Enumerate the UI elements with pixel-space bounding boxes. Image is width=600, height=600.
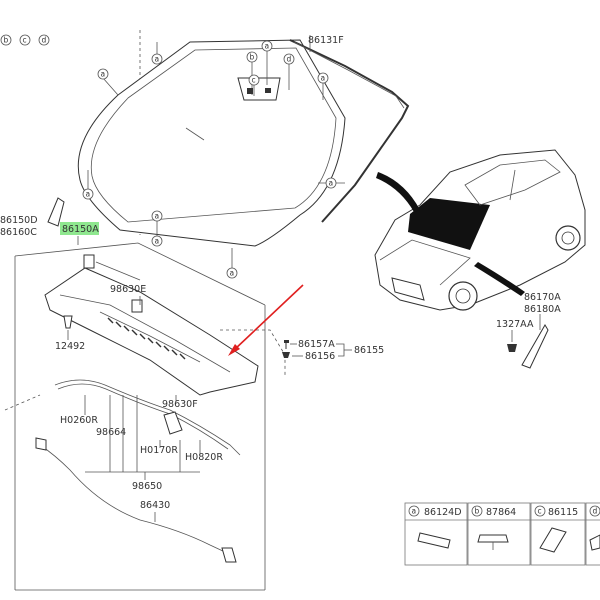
car-leader-lower [474, 262, 525, 296]
label-86150A: 86150A [62, 224, 99, 235]
svg-text:86124D: 86124D [424, 507, 462, 518]
callout-a-4: a [151, 210, 163, 236]
label-H0820R: H0820R [185, 452, 223, 463]
svg-text:b: b [250, 53, 255, 62]
svg-text:a: a [412, 507, 417, 516]
label-98630F: 98630F [162, 399, 198, 410]
molding-strip-inner [293, 41, 405, 109]
label-H0260R: H0260R [60, 415, 98, 426]
svg-text:c: c [23, 36, 27, 45]
nozzle-98630F [163, 411, 183, 435]
svg-text:c: c [538, 507, 542, 516]
callout-a-3: a [82, 170, 94, 200]
screw-1327AA-icon [507, 344, 517, 352]
callout-a-5: a [151, 235, 163, 247]
svg-text:87864: 87864 [486, 507, 516, 518]
leader-bundle [84, 395, 201, 480]
inset-dashed-box [220, 329, 286, 375]
label-1327AA: 1327AA [496, 319, 534, 330]
bracket-86155 [336, 343, 345, 357]
cowl-top-panel [44, 254, 259, 396]
legend-table: a 86124D b 87864 c 86115 d [404, 502, 600, 566]
svg-text:a: a [155, 55, 160, 64]
right-trim-piece [521, 324, 549, 369]
bolt-icon [284, 340, 289, 349]
molding-strip [289, 39, 410, 223]
washer-hose-upper [54, 379, 241, 456]
svg-text:a: a [329, 179, 334, 188]
callout-a-9: a [261, 40, 273, 85]
callout-b: b [246, 51, 258, 95]
sensor-clip-icon [247, 88, 253, 94]
svg-text:a: a [86, 190, 91, 199]
svg-text:a: a [321, 74, 326, 83]
label-86150D: 86150D [0, 215, 38, 226]
car-leader-upper [376, 172, 420, 212]
clip-icon [282, 352, 290, 358]
car-illustration [374, 149, 586, 311]
svg-text:a: a [155, 237, 160, 246]
svg-text:b: b [475, 507, 480, 516]
leader-98630E-a [95, 261, 141, 281]
label-86170A: 86170A [524, 292, 561, 303]
callout-a-8: a [317, 72, 329, 100]
header-bubble-c: c [19, 34, 31, 46]
left-trim-bracket [47, 197, 65, 227]
sensor-bracket-icon [265, 88, 271, 93]
svg-text:d: d [287, 55, 292, 64]
red-pointer-arrow [228, 284, 304, 356]
callout-a-7: a [318, 177, 345, 189]
cowl-box-top [14, 242, 266, 306]
svg-text:a: a [101, 70, 106, 79]
svg-text:a: a [155, 212, 160, 221]
label-86430: 86430 [140, 500, 170, 511]
svg-text:c: c [252, 76, 256, 85]
header-bubble-d: d [38, 34, 50, 46]
label-86156: 86156 [305, 351, 335, 362]
label-86155: 86155 [354, 345, 384, 356]
windshield-glass [77, 39, 346, 247]
label-86160C: 86160C [0, 227, 37, 238]
callout-a-2: a [151, 42, 163, 65]
highlight-86150A [60, 222, 99, 235]
glass-reflection [185, 127, 205, 141]
label-86180A: 86180A [524, 304, 561, 315]
svg-text:a: a [230, 269, 235, 278]
washer-hose-86430 [35, 437, 237, 563]
callout-a-1: a [97, 68, 119, 96]
callout-d: d [283, 53, 295, 90]
frame-dashed-lower [4, 394, 41, 411]
label-98664: 98664 [96, 427, 126, 438]
svg-text:a: a [265, 42, 270, 51]
svg-text:b: b [4, 36, 9, 45]
svg-text:86115: 86115 [548, 507, 578, 518]
callout-a-6: a [226, 248, 238, 279]
header-bubble-b: b [0, 34, 12, 46]
label-98630E: 98630E [110, 284, 146, 295]
legend-cell-a: a 86124D [408, 505, 462, 549]
label-98650: 98650 [132, 481, 162, 492]
label-86131F: 86131F [308, 35, 344, 46]
label-H0170R: H0170R [140, 445, 178, 456]
svg-text:d: d [42, 36, 47, 45]
legend-cell-b: b 87864 [471, 505, 516, 550]
car-windshield-black [408, 198, 490, 250]
legend-cell-c: c 86115 [534, 505, 578, 553]
legend-cell-d: d [589, 505, 600, 551]
svg-text:d: d [593, 507, 598, 516]
label-12492: 12492 [55, 341, 85, 352]
label-86157A: 86157A [298, 339, 335, 350]
callout-c: c [248, 74, 260, 96]
